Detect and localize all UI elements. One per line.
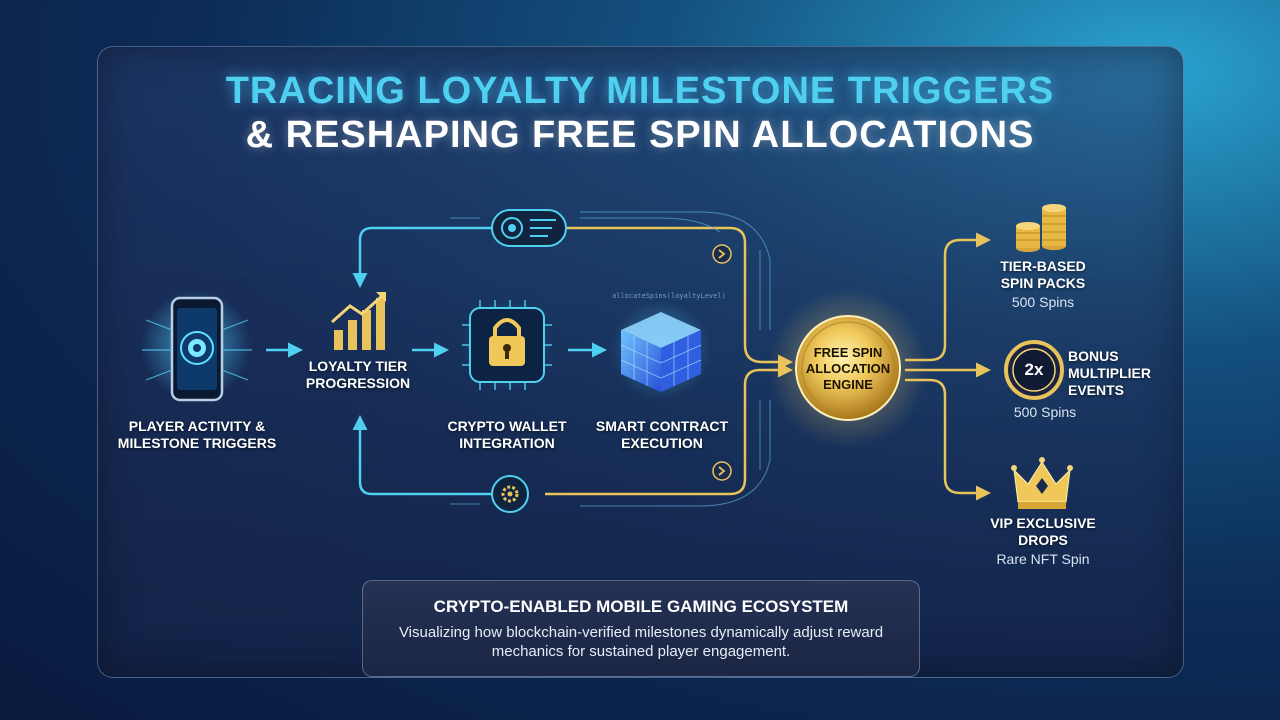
branch-to-spin-packs — [905, 232, 991, 362]
multiplier-badge-text: 2x — [1024, 360, 1044, 379]
sub-multiplier: 500 Spins — [1013, 404, 1077, 420]
label-player-activity: PLAYER ACTIVITY & MILESTONE TRIGGERS — [117, 418, 277, 451]
code-snippet: allocateSpins(loyaltyLevel) — [612, 292, 726, 300]
chevron-icon-bottom — [712, 461, 732, 481]
label-loyalty-tier: LOYALTY TIER PROGRESSION — [305, 358, 411, 391]
branch-to-vip — [905, 378, 991, 501]
allocation-engine-coin — [768, 288, 928, 448]
padlock-icon — [462, 300, 552, 390]
title-line-1: TRACING LOYALTY MILESTONE TRIGGERS — [225, 70, 1055, 112]
bottom-loop-gold — [545, 362, 793, 496]
label-vip-drops: VIP EXCLUSIVE DROPS — [990, 515, 1096, 548]
sub-vip-drops: Rare NFT Spin — [996, 551, 1090, 567]
label-spin-packs: TIER-BASED SPIN PACKS — [1000, 258, 1086, 291]
loop-node-bottom — [491, 475, 529, 513]
chevron-icon-top — [712, 244, 732, 264]
top-loop-gold — [566, 226, 793, 370]
growth-chart-icon — [331, 292, 386, 350]
caption-box: CRYPTO-ENABLED MOBILE GAMING ECOSYSTEM V… — [362, 580, 920, 677]
multiplier-badge-icon — [1004, 340, 1064, 400]
top-loop-cyan — [352, 226, 492, 288]
crown-icon — [1011, 457, 1073, 509]
title-line-2: & RESHAPING FREE SPIN ALLOCATIONS — [245, 114, 1035, 156]
coin-stack-icon — [1016, 204, 1066, 252]
sub-spin-packs: 500 Spins — [1011, 294, 1075, 310]
caption-body: Visualizing how blockchain-verified mile… — [398, 624, 884, 660]
bottom-loop-cyan — [352, 415, 492, 496]
label-allocation-engine: FREE SPIN ALLOCATION ENGINE — [805, 345, 891, 392]
label-crypto-wallet: CRYPTO WALLET INTEGRATION — [447, 418, 567, 451]
caption-title: CRYPTO-ENABLED MOBILE GAMING ECOSYSTEM — [433, 597, 849, 616]
label-smart-contract: SMART CONTRACT EXECUTION — [595, 418, 729, 451]
label-multiplier: BONUS MULTIPLIER EVENTS — [1068, 348, 1151, 398]
loop-node-top — [491, 209, 567, 247]
phone-icon — [141, 290, 252, 402]
blockchain-cube-icon — [611, 300, 711, 400]
